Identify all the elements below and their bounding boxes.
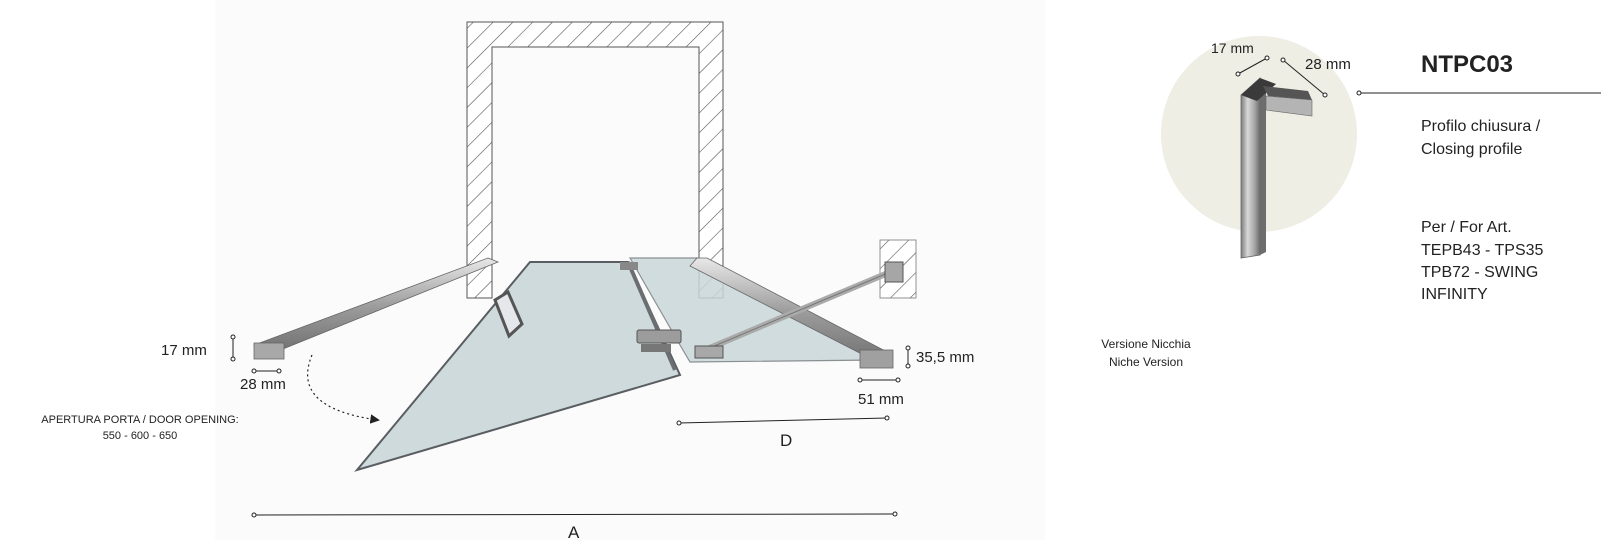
- hinges: [620, 262, 682, 352]
- dim-marker-28mm: [251, 368, 282, 374]
- product-leader-line: [1356, 90, 1601, 96]
- niche-wall: [466, 21, 724, 299]
- product-art-line2: TPB72 - SWING: [1421, 264, 1538, 281]
- product-code: NTPC03: [1421, 51, 1513, 78]
- stabilizer-bar: [694, 261, 904, 359]
- dim-label-51mm: 51 mm: [858, 391, 904, 408]
- version-caption-line1: Versione Nicchia: [1101, 337, 1191, 351]
- product-desc-line1: Profilo chiusura /: [1421, 118, 1541, 135]
- profile-dim-28mm-marker: [1280, 57, 1328, 98]
- product-art-line1: TEPB43 - TPS35: [1421, 242, 1544, 259]
- dim-marker-35-5mm: [905, 345, 911, 369]
- product-for-line: Per / For Art.: [1421, 219, 1512, 236]
- dim-label-d: D: [780, 431, 792, 450]
- product-desc-line2: Closing profile: [1421, 141, 1522, 158]
- dim-label-17mm: 17 mm: [161, 342, 207, 359]
- left-floor-profile: [253, 257, 500, 360]
- dim-line-a: [251, 511, 898, 518]
- door-opening-arrow: [307, 354, 380, 424]
- dim-marker-51mm: [857, 377, 901, 383]
- dim-line-d: [676, 415, 890, 426]
- product-art-line3: INFINITY: [1421, 286, 1488, 303]
- closing-profile-image: [1240, 77, 1313, 259]
- version-caption-line2: Niche Version: [1109, 355, 1183, 369]
- dim-label-28mm: 28 mm: [240, 376, 286, 393]
- dim-label-a: A: [568, 523, 580, 542]
- profile-detail-circle: 17 mm 28 mm: [1161, 36, 1357, 259]
- opening-caption-line2: 550 - 600 - 650: [103, 430, 178, 442]
- profile-dim-17mm: 17 mm: [1211, 40, 1254, 56]
- dim-label-35-5mm: 35,5 mm: [916, 349, 974, 366]
- opening-caption-line1: APERTURA PORTA / DOOR OPENING:: [41, 414, 238, 426]
- dim-marker-17mm: [230, 334, 236, 362]
- profile-dim-28mm: 28 mm: [1305, 56, 1351, 73]
- door-handle: [493, 289, 524, 339]
- profile-dim-17mm-marker: [1235, 55, 1270, 77]
